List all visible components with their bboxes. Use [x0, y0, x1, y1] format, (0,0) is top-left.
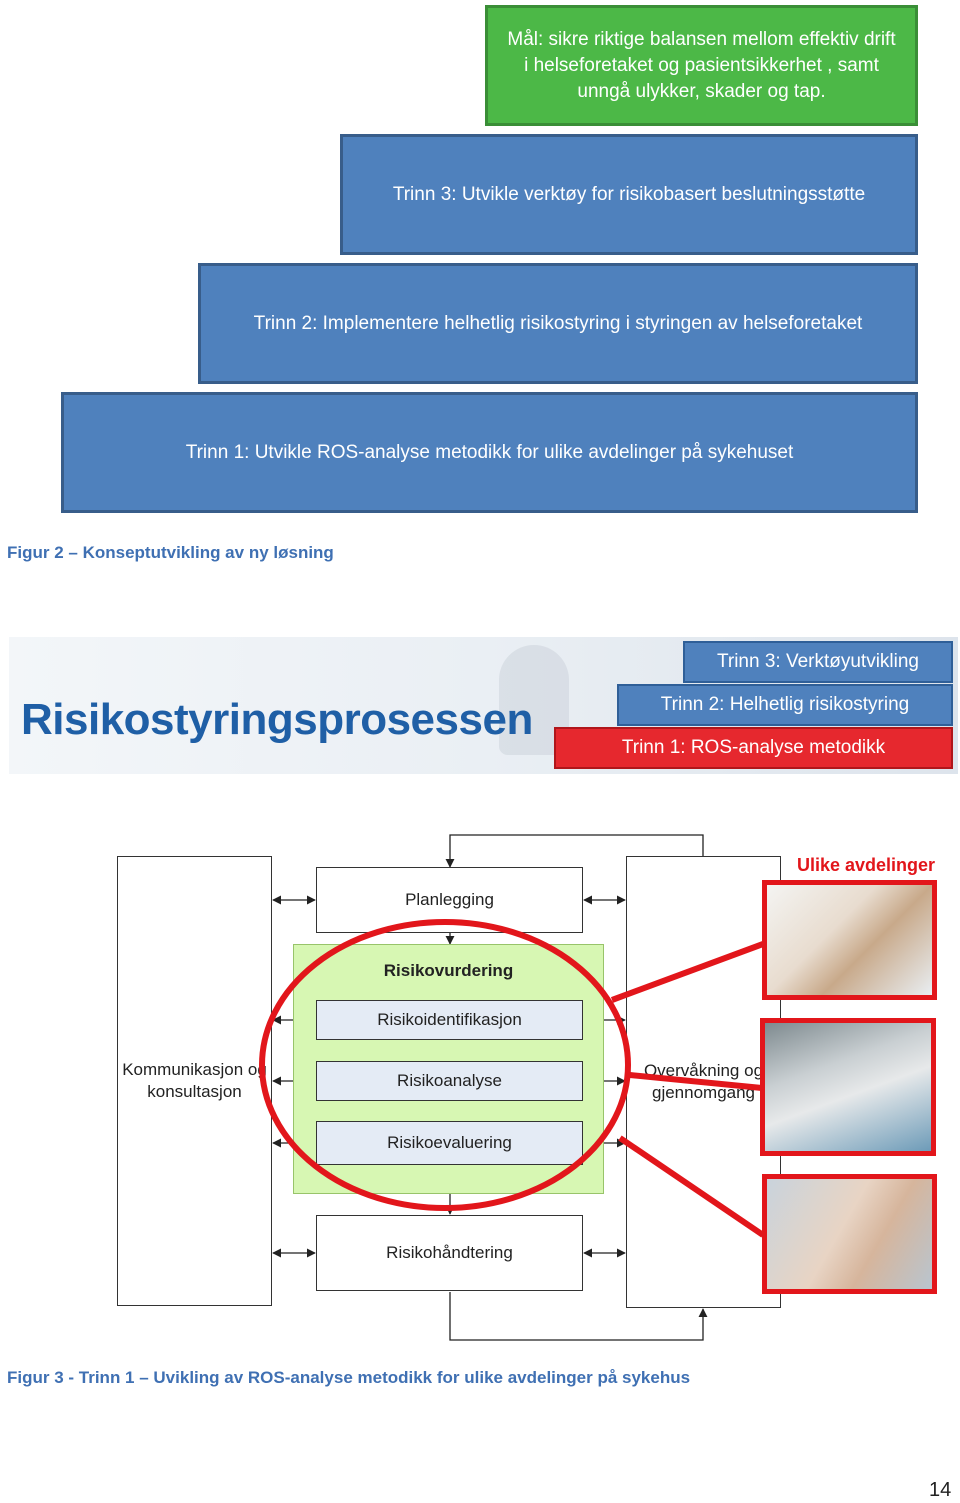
- scanner-photo: [760, 1018, 936, 1156]
- connector-line-2: [629, 1072, 763, 1091]
- risk-evaluation-box: Risikoevaluering: [316, 1121, 583, 1165]
- risk-analysis-box: Risikoanalyse: [316, 1061, 583, 1101]
- step-2-label: Trinn 2: Implementere helhetlig risikost…: [253, 312, 863, 334]
- banner-step-3: Trinn 3: Verktøyutvikling: [683, 641, 953, 683]
- banner-step-1-label: Trinn 1: ROS-analyse metodikk: [621, 737, 886, 758]
- connector-line-3: [618, 1135, 765, 1238]
- banner-step-2: Trinn 2: Helhetlig risikostyring: [617, 684, 953, 726]
- communication-column: Kommunikasjon og konsultasjon: [117, 856, 272, 1306]
- banner-title: Risikostyringsprosessen: [21, 695, 533, 744]
- goal-box: Mål: sikre riktige balansen mellom effek…: [485, 5, 918, 126]
- step-1-box: Trinn 1: Utvikle ROS-analyse metodikk fo…: [61, 392, 918, 513]
- banner-step-2-label: Trinn 2: Helhetlig risikostyring: [660, 694, 910, 715]
- communication-label: Kommunikasjon og konsultasjon: [122, 1060, 267, 1101]
- banner-step-3-label: Trinn 3: Verktøyutvikling: [716, 651, 920, 672]
- surgery-photo: [762, 1174, 937, 1294]
- risk-analysis-label: Risikoanalyse: [397, 1071, 502, 1090]
- figure-3-caption: Figur 3 - Trinn 1 – Uvikling av ROS-anal…: [7, 1368, 691, 1387]
- risk-assessment-title: Risikovurdering: [383, 961, 514, 980]
- highlight-ellipse: [259, 919, 631, 1211]
- figure-2-caption: Figur 2 – Konseptutvikling av ny løsning: [7, 543, 334, 562]
- risk-identification-box: Risikoidentifikasjon: [316, 1000, 583, 1040]
- step-3-label: Trinn 3: Utvikle verktøy for risikobaser…: [392, 183, 866, 205]
- banner-step-1: Trinn 1: ROS-analyse metodikk: [554, 727, 953, 769]
- highlight-overlay: [259, 919, 765, 1238]
- risk-evaluation-label: Risikoevaluering: [387, 1133, 512, 1152]
- risk-treatment-box: Risikohåndtering: [316, 1215, 583, 1291]
- departments-label: Ulike avdelinger: [797, 855, 936, 875]
- goal-text: Mål: sikre riktige balansen mellom effek…: [507, 28, 896, 102]
- page-number: 14: [929, 1479, 952, 1501]
- risk-identification-label: Risikoidentifikasjon: [377, 1010, 522, 1029]
- step-3-box: Trinn 3: Utvikle verktøy for risikobaser…: [340, 134, 918, 255]
- planning-label: Planlegging: [405, 890, 494, 909]
- risk-treatment-label: Risikohåndtering: [386, 1243, 513, 1262]
- step-1-label: Trinn 1: Utvikle ROS-analyse metodikk fo…: [185, 441, 794, 463]
- lab-photo: [762, 880, 937, 1000]
- banner: Risikostyringsprosessen Trinn 3: Verktøy…: [9, 637, 958, 774]
- connector-line-1: [610, 941, 765, 1003]
- step-2-box: Trinn 2: Implementere helhetlig risikost…: [198, 263, 918, 384]
